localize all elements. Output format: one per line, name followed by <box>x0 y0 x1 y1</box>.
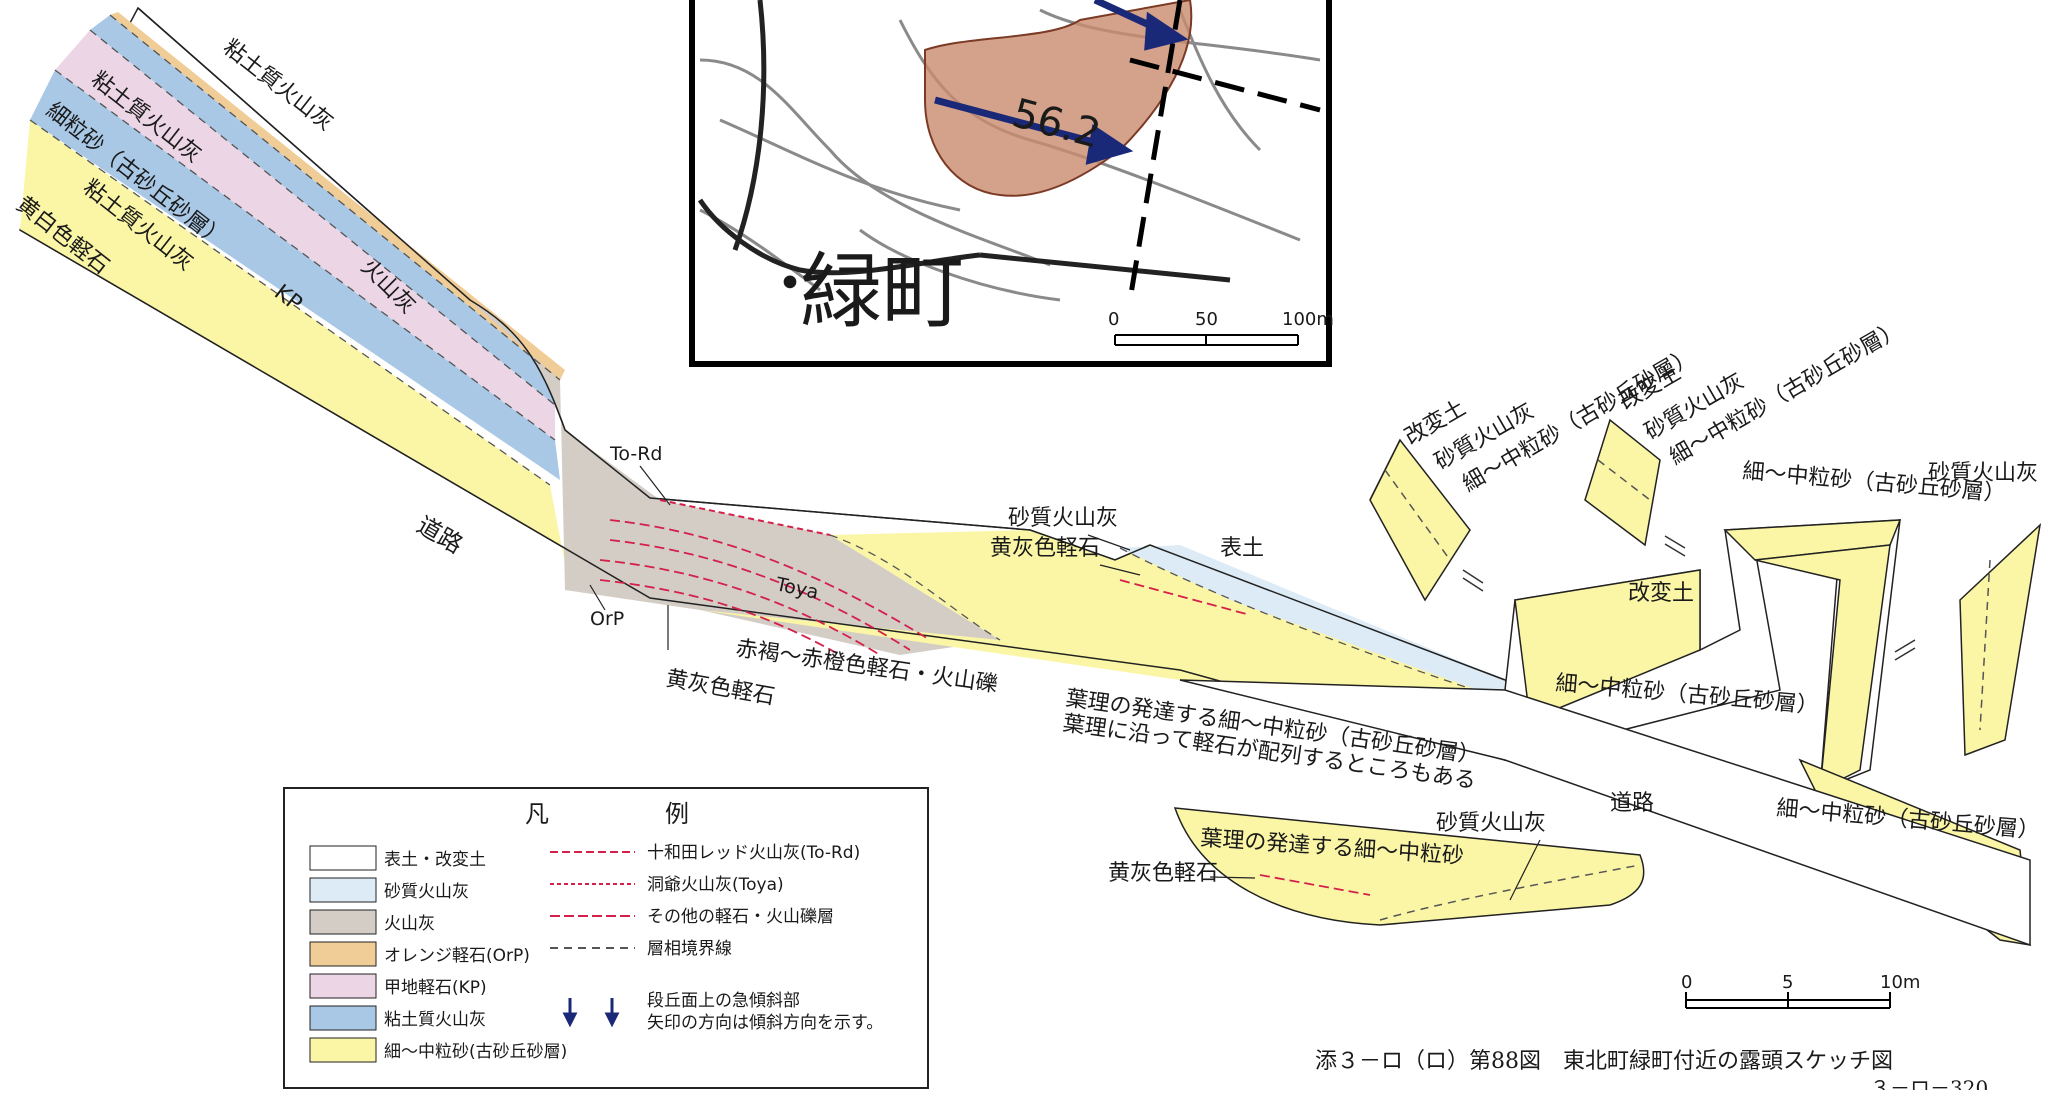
legend-item-label: 表土・改変土 <box>384 850 486 870</box>
label-yellow-gray-pumice-3: 黄灰色軽石 <box>1108 861 1218 886</box>
legend-swatch <box>309 941 377 967</box>
legend-title-2: 例 <box>665 800 689 828</box>
legend-swatch <box>309 877 377 903</box>
map-place-name: 緑町 <box>800 245 964 340</box>
legend-item-label: オレンジ軽石(OrP) <box>384 946 530 966</box>
outcrop-right <box>1173 418 2042 947</box>
legend-line-label: 層相境界線 <box>647 939 732 959</box>
legend-item-label: 砂質火山灰 <box>384 882 469 902</box>
legend-swatch <box>309 845 377 871</box>
label-yellow-gray-pumice-2: 黄灰色軽石 <box>990 536 1100 561</box>
label-altered-soil-mid: 改変土 <box>1628 581 1694 606</box>
label-sandy-ash-right: 砂質火山灰 <box>1928 461 2038 486</box>
map-scale-mid: 50 <box>1195 309 1218 330</box>
legend-swatch <box>309 973 377 999</box>
legend-arrows <box>562 998 620 1028</box>
label-sandy-ash-lower: 砂質火山灰 <box>1436 811 1546 836</box>
label-yellow-gray-pumice-1: 黄灰色軽石 <box>664 666 777 710</box>
map-dot: ・ <box>760 250 820 320</box>
section-scale-mid: 5 <box>1782 972 1793 993</box>
legend-swatch <box>309 1005 377 1031</box>
section-scale-zero: 0 <box>1681 972 1692 993</box>
label-to-rd: To-Rd <box>609 443 662 465</box>
label-orp: OrP <box>590 608 624 630</box>
legend-item-label: 細～中粒砂(古砂丘砂層) <box>384 1042 567 1062</box>
legend-swatch <box>309 1037 377 1063</box>
legend-arrow-note-2: 矢印の方向は傾斜方向を示す。 <box>647 1013 883 1033</box>
legend-item-label: 甲地軽石(KP) <box>384 978 487 998</box>
label-road-right: 道路 <box>1610 791 1654 816</box>
legend-swatch <box>309 909 377 935</box>
figure-caption: 添３－ロ（ロ）第88図 東北町緑町付近の露頭スケッチ図 <box>1315 1049 1893 1074</box>
page-number: ３－ロ－320 <box>1870 1076 1988 1090</box>
label-sandy-ash-1: 砂質火山灰 <box>1008 506 1118 531</box>
map-scale-zero: 0 <box>1108 309 1119 330</box>
section-scale-bar: 0 5 10m <box>1681 972 1920 1009</box>
legend-line-label: その他の軽石・火山礫層 <box>647 907 834 927</box>
map-scale-bar: 0 50 100m <box>1108 309 1334 346</box>
legend-item-label: 粘土質火山灰 <box>384 1010 486 1030</box>
map-inset: 56.2 緑町 ・ 0 50 100m <box>689 0 1334 367</box>
label-topsoil: 表土 <box>1220 536 1264 561</box>
section-scale-end: 10m <box>1880 972 1920 993</box>
legend-item-label: 火山灰 <box>384 914 435 934</box>
label-road-left: 道路 <box>412 511 468 559</box>
map-scale-end: 100m <box>1282 309 1334 330</box>
legend-line-label: 洞爺火山灰(Toya) <box>647 875 784 895</box>
legend-title-1: 凡 <box>525 800 549 828</box>
legend-arrow-note-1: 段丘面上の急傾斜部 <box>647 991 800 1011</box>
legend-line-label: 十和田レッド火山灰(To-Rd) <box>647 843 860 863</box>
